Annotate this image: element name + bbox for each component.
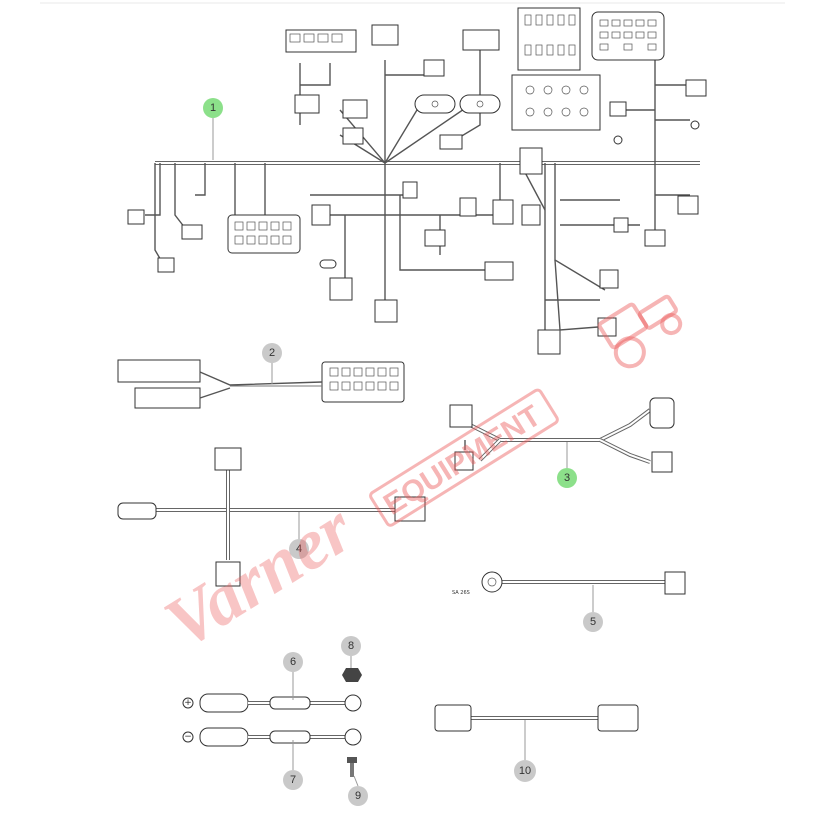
connector-mid-c bbox=[459, 197, 477, 217]
connector-right-g bbox=[677, 195, 699, 215]
connector-left-c bbox=[157, 257, 175, 273]
callout-8-label: 8 bbox=[348, 640, 354, 652]
fuse-box-left bbox=[517, 7, 581, 71]
callout-1: 1 bbox=[203, 98, 223, 118]
callout-9-label: 9 bbox=[355, 790, 361, 802]
callout-4-label: 4 bbox=[296, 543, 302, 555]
connector-small-c bbox=[342, 99, 368, 119]
connector-mid-b bbox=[402, 181, 418, 199]
callout-7: 7 bbox=[283, 770, 303, 790]
callout-10-label: 10 bbox=[519, 765, 531, 777]
part3-connector-d bbox=[651, 451, 673, 473]
part4-connector-left bbox=[117, 502, 157, 520]
callout-2: 2 bbox=[262, 343, 282, 363]
ring-terminal-right bbox=[690, 120, 700, 130]
battery-cable-positive: + bbox=[182, 693, 362, 713]
part4-connector-right bbox=[394, 496, 426, 522]
callout-6: 6 bbox=[283, 652, 303, 672]
callouts: 1 2 3 4 5 6 7 8 bbox=[203, 98, 603, 806]
part2-connector-b bbox=[134, 387, 201, 409]
harness-5: SA 26S bbox=[452, 571, 686, 596]
part10-connector-right bbox=[597, 704, 639, 732]
harness-4 bbox=[117, 447, 426, 587]
connector-low-b bbox=[374, 299, 398, 323]
part4-connector-bottom bbox=[215, 561, 241, 587]
part2-connector-a bbox=[117, 359, 201, 383]
watermark: Varner EQUIPMENT bbox=[151, 294, 683, 664]
connector-small-d bbox=[342, 127, 364, 145]
callout-10: 10 bbox=[514, 760, 536, 782]
connector-right-h bbox=[644, 229, 666, 247]
connector-small-b bbox=[294, 94, 320, 114]
part3-connector-c bbox=[649, 397, 675, 429]
connector-right-c bbox=[599, 269, 619, 289]
bolt-part-9 bbox=[347, 757, 357, 777]
large-connector-left bbox=[227, 214, 301, 254]
connector-block-top-left bbox=[285, 29, 357, 53]
callout-2-label: 2 bbox=[269, 347, 275, 359]
ring-terminal-mid bbox=[613, 135, 623, 145]
connector-top-right bbox=[462, 29, 500, 51]
watermark-script-text: Varner bbox=[151, 487, 367, 664]
callout-5: 5 bbox=[583, 612, 603, 632]
callout-4: 4 bbox=[289, 539, 309, 559]
callout-9: 9 bbox=[348, 786, 368, 806]
connector-small-e bbox=[439, 134, 463, 150]
connector-mid-a bbox=[311, 204, 331, 226]
callout-6-label: 6 bbox=[290, 656, 296, 668]
callout-7-label: 7 bbox=[290, 774, 296, 786]
part5-label: SA 26S bbox=[452, 590, 470, 596]
connector-right-a bbox=[685, 79, 707, 97]
tractor-icon bbox=[597, 294, 683, 369]
negative-sign: − bbox=[184, 732, 192, 742]
connector-small-a bbox=[423, 59, 445, 77]
nut-part-8 bbox=[342, 668, 362, 682]
harness-10 bbox=[434, 704, 639, 732]
connector-mid-d bbox=[492, 199, 514, 225]
harness-3 bbox=[449, 397, 675, 473]
connector-left-b bbox=[181, 224, 203, 240]
harness-2 bbox=[117, 359, 405, 409]
connector-right-b bbox=[609, 101, 627, 117]
part2-connector-c bbox=[321, 361, 405, 403]
callout-leaders bbox=[212, 118, 594, 787]
fuse-box-right bbox=[591, 11, 665, 61]
main-harness bbox=[127, 7, 707, 355]
connector-mid-e bbox=[521, 204, 541, 226]
connector-right-f bbox=[613, 217, 629, 233]
positive-sign: + bbox=[184, 698, 192, 708]
callout-8: 8 bbox=[341, 636, 361, 656]
part3-connector-b bbox=[454, 451, 474, 471]
callout-3: 3 bbox=[557, 468, 577, 488]
fuse-inline bbox=[319, 259, 337, 269]
junction-block bbox=[511, 74, 601, 131]
battery-cable-negative: − bbox=[182, 727, 362, 747]
callout-1-label: 1 bbox=[210, 102, 216, 114]
callout-5-label: 5 bbox=[590, 616, 596, 628]
connector-low-c bbox=[484, 261, 514, 281]
grommet bbox=[519, 147, 543, 175]
connector-low-a bbox=[329, 277, 353, 301]
part10-connector-left bbox=[434, 704, 472, 732]
connector-top-center bbox=[371, 24, 399, 46]
connector-mid-f bbox=[424, 229, 446, 247]
part5-connector bbox=[664, 571, 686, 595]
connector-right-e bbox=[537, 329, 561, 355]
connector-left-a bbox=[127, 209, 145, 225]
part4-connector-top bbox=[214, 447, 242, 471]
part3-connector-a bbox=[449, 404, 473, 428]
callout-3-label: 3 bbox=[564, 472, 570, 484]
relay-pair bbox=[414, 94, 501, 114]
